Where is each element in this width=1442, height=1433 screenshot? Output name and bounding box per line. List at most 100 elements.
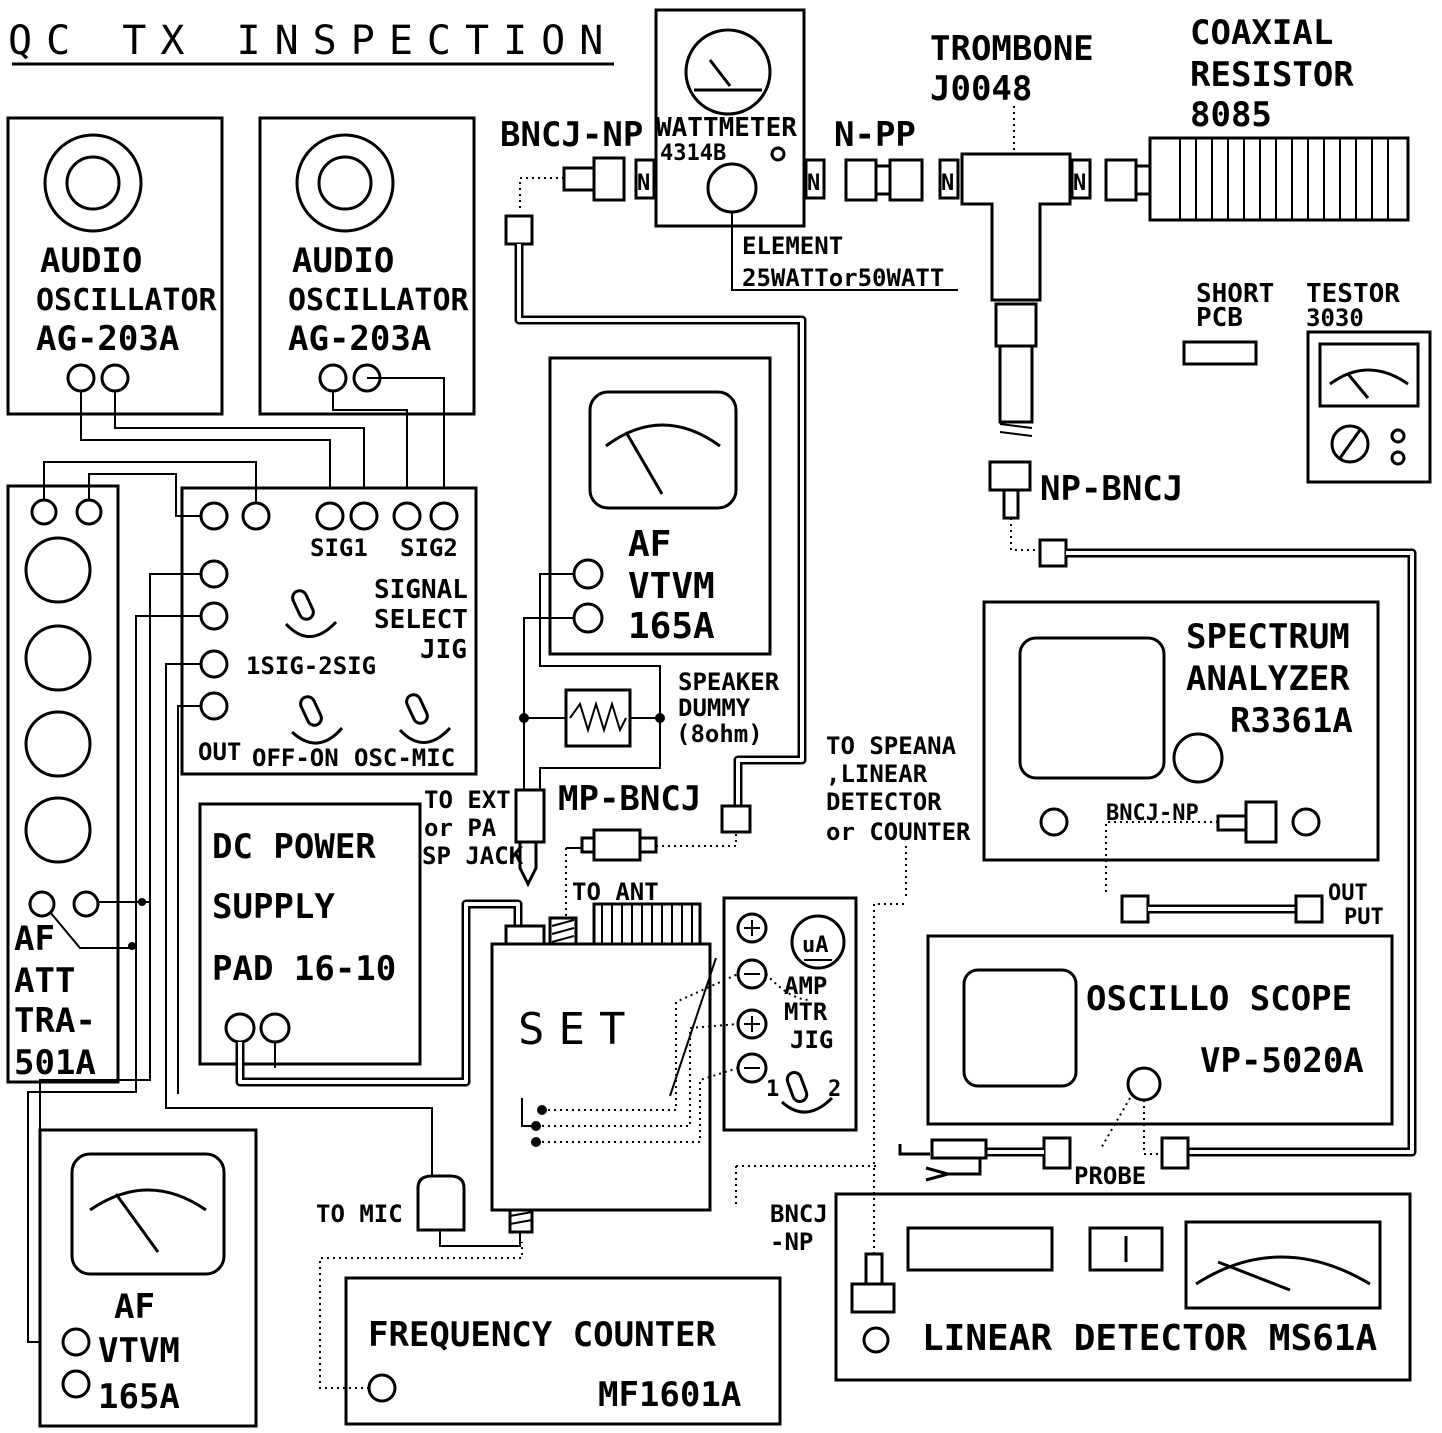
af-att-line2: ATT [14, 961, 75, 1001]
right-cable [1066, 548, 1417, 1157]
to-speana-label: TO SPEANA ,LINEAR DETECTOR or COUNTER [826, 732, 971, 900]
out-put-line1: OUT [1328, 881, 1368, 906]
dc-power-line1: DC POWER [212, 827, 376, 867]
to-ext-line2: or PA [424, 814, 497, 842]
spectrum-line1: SPECTRUM [1186, 617, 1350, 657]
n-marker-1: N [637, 171, 650, 196]
af-vtvm-lower-line2: VTVM [98, 1331, 180, 1371]
af-vtvm-lower-line1: AF [114, 1287, 155, 1327]
af-vtvm-mid-line3: 165A [628, 606, 715, 647]
audio-osc-2-line2: OSCILLATOR [288, 283, 470, 318]
linear-detector-ms61a: LINEAR DETECTOR MS61A BNCJ -NP [770, 903, 1412, 1382]
out-put-line2: PUT [1344, 905, 1384, 930]
to-speana-line1: TO SPEANA [826, 732, 957, 760]
dc-power-cable [235, 899, 523, 1087]
to-speana-line3: DETECTOR [826, 788, 942, 816]
wattmeter-cable [514, 244, 807, 806]
to-ext-line1: TO EXT [424, 786, 511, 814]
np-bncj-label: NP-BNCJ [1040, 469, 1183, 509]
speaker-dummy-line2: DUMMY [678, 694, 751, 722]
signal-select-line3: JIG [420, 635, 467, 665]
signal-select-jig: SIG1 SIG2 SIGNAL SELECT JIG 1SIG-2SIG OU… [180, 486, 478, 776]
to-speana-line4: or COUNTER [826, 818, 971, 846]
amp-mtr-jig: uA AMP MTR JIG 1 2 [722, 896, 858, 1132]
af-att-tra-501a: AF ATT TRA- 501A [6, 484, 120, 1084]
signal-select-line1: SIGNAL [374, 575, 468, 605]
freq-counter-line1: FREQUENCY COUNTER [368, 1315, 717, 1355]
audio-osc-2-line3: AG-203A [288, 319, 431, 359]
short-pcb: SHORT PCB [1182, 279, 1274, 366]
n-pp-label: N-PP [834, 115, 916, 155]
wattmeter-line2: 4314B [660, 141, 726, 166]
element-line2: 25WATTor50WATT [742, 264, 944, 292]
spectrum-line2: ANALYZER [1186, 659, 1350, 699]
probe-assembly: PROBE [898, 1136, 1190, 1190]
short-pcb-line2: PCB [1196, 303, 1243, 333]
vtvm-speaker-wires [519, 573, 665, 790]
testor-line2: 3030 [1306, 304, 1364, 332]
amp-mtr-line2: MTR [784, 998, 828, 1026]
trombone-line2: J0048 [930, 69, 1032, 109]
af-att-line4: 501A [14, 1043, 96, 1083]
linear-detector-label: LINEAR DETECTOR MS61A [922, 1318, 1377, 1359]
out-label: OUT [198, 738, 241, 766]
audio-osc-1-line2: OSCILLATOR [36, 283, 218, 318]
osc-line2: VP-5020A [1200, 1041, 1364, 1081]
sig-mode-label: 1SIG-2SIG [246, 652, 376, 680]
mp-bncj-connector: MP-BNCJ TO ANT [558, 779, 752, 916]
spectrum-line3: R3361A [1230, 701, 1353, 741]
amp-mtr-line3: JIG [790, 1026, 833, 1054]
osc-to-sig-wires [80, 377, 445, 505]
af-att-line1: AF [14, 919, 55, 959]
output-cable: OUT PUT [1120, 881, 1384, 930]
af-att-line3: TRA- [14, 1001, 96, 1041]
osc-mic-label: OSC-MIC [354, 744, 455, 772]
af-vtvm-lower: AF VTVM 165A [38, 1128, 258, 1428]
af-vtvm-mid-line1: AF [628, 524, 671, 565]
probe-label: PROBE [1074, 1162, 1146, 1190]
spectrum-analyzer-r3361a: SPECTRUM ANALYZER R3361A BNCJ-NP [982, 600, 1380, 896]
coaxial-resistor-8085: COAXIAL RESISTOR 8085 [1104, 13, 1410, 222]
coax-line2: RESISTOR [1190, 55, 1354, 95]
af-vtvm-middle: AF VTVM 165A [548, 356, 772, 656]
af-vtvm-lower-line3: 165A [98, 1377, 180, 1417]
speaker-dummy-line3: (8ohm) [676, 720, 763, 748]
to-mic-label: TO MIC [316, 1200, 403, 1228]
n-marker-2: N [807, 171, 820, 196]
trombone-line1: TROMBONE [930, 29, 1094, 69]
element-leader [731, 212, 958, 291]
to-speana-line2: ,LINEAR [826, 760, 928, 788]
sw-2-label: 2 [828, 1077, 841, 1102]
set-amp-wires [536, 957, 811, 1143]
dc-power-line3: PAD 16-10 [212, 949, 396, 989]
to-mic-plug: TO MIC [316, 1174, 521, 1247]
to-ext-plug: TO EXT or PA SP JACK [422, 786, 546, 888]
to-ext-line3: SP JACK [422, 842, 524, 870]
set-unit: SET [490, 902, 712, 1234]
bncj-np-lin-line2: -NP [770, 1228, 813, 1256]
sig2-label: SIG2 [400, 534, 458, 562]
np-bncj-connector: NP-BNCJ [988, 460, 1183, 568]
audio-oscillator-1: AUDIO OSCILLATOR AG-203A [6, 116, 224, 416]
coax-line3: 8085 [1190, 95, 1272, 135]
audio-osc-1-line3: AG-203A [36, 319, 179, 359]
sw-1-label: 1 [766, 1077, 779, 1102]
dc-power-line2: SUPPLY [212, 887, 335, 927]
set-label: SET [518, 1004, 639, 1055]
testor-3030: TESTOR 3030 [1306, 279, 1432, 484]
mp-bncj-label: MP-BNCJ [558, 779, 701, 819]
audio-oscillator-2: AUDIO OSCILLATOR AG-203A [258, 116, 476, 416]
n-pp-connector: N-PP N [834, 115, 960, 202]
testor-line1: TESTOR [1306, 279, 1400, 309]
ua-label: uA [802, 933, 829, 958]
trombone-j0048: TROMBONE J0048 N [930, 29, 1094, 437]
n-marker-4: N [1073, 171, 1086, 196]
wattmeter-line1: WATTMETER [656, 113, 797, 143]
frequency-counter-mf1601a: FREQUENCY COUNTER MF1601A [319, 1165, 880, 1426]
element-line1: ELEMENT [742, 232, 843, 260]
off-on-label: OFF-ON [252, 744, 339, 772]
dc-power-supply: DC POWER SUPPLY PAD 16-10 [198, 802, 422, 1066]
sig1-label: SIG1 [310, 534, 368, 562]
osc-line1: OSCILLO SCOPE [1086, 979, 1352, 1019]
